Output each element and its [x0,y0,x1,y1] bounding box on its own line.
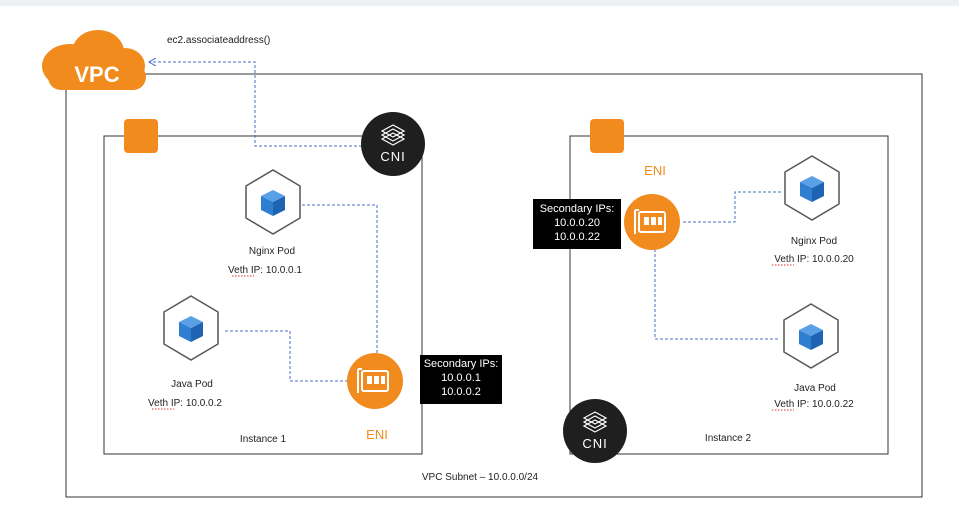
secondary-ips-box [420,355,502,404]
secondary-ip: 10.0.0.22 [554,231,600,243]
vpc-label: VPC [74,62,119,87]
top-bar [0,0,959,6]
pod-name: Java Pod [171,379,213,390]
pod-name: Java Pod [794,383,836,394]
connector-java-eni [654,249,780,340]
secondary-ip: 10.0.0.2 [441,386,481,398]
secondary-ips-box [533,199,621,249]
nginx-pod-icon [784,155,840,221]
eni-icon [623,193,681,251]
subnet-label: VPC Subnet – 10.0.0.0/24 [422,472,539,483]
instance-label: Instance 2 [705,433,752,444]
pod-veth-ip: Veth IP: 10.0.0.22 [774,399,854,410]
connector-java-eni [225,330,348,382]
pod-name: Nginx Pod [791,236,837,247]
secondary-ips-title: Secondary IPs: [424,358,499,370]
eni-label: ENI [366,427,388,442]
instance-1-icon [124,119,158,153]
cni-label: CNI [380,149,405,164]
vpc-boundary [65,73,923,498]
connector-nginx-eni [683,191,782,223]
pod-name: Nginx Pod [249,246,295,257]
instance-2-icon [590,119,624,153]
secondary-ip: 10.0.0.20 [554,217,600,229]
pod-veth-ip: Veth IP: 10.0.0.1 [228,265,302,276]
cni-icon: CNI [562,398,628,464]
connector-nginx-eni [302,204,378,362]
java-pod-icon [163,295,219,361]
pod-veth-ip: Veth IP: 10.0.0.2 [148,398,222,409]
instance-2-box [569,135,889,455]
java-pod-icon [783,303,839,369]
cni-label: CNI [582,436,607,451]
pod-veth-ip: Veth IP: 10.0.0.20 [774,254,854,265]
diagram-canvas: VPC ec2.associateaddress() CNI Nginx Pod… [0,6,959,520]
api-call-connector [150,62,362,147]
instance-label: Instance 1 [240,434,287,445]
cni-icon: CNI [360,111,426,177]
api-call-label: ec2.associateaddress() [167,35,270,46]
eni-icon [346,352,404,410]
instance-1-box [103,135,423,455]
eni-label: ENI [644,163,666,178]
secondary-ip: 10.0.0.1 [441,372,481,384]
nginx-pod-icon [245,169,301,235]
secondary-ips-title: Secondary IPs: [540,203,615,215]
vpc-cloud-icon: VPC [42,30,146,90]
